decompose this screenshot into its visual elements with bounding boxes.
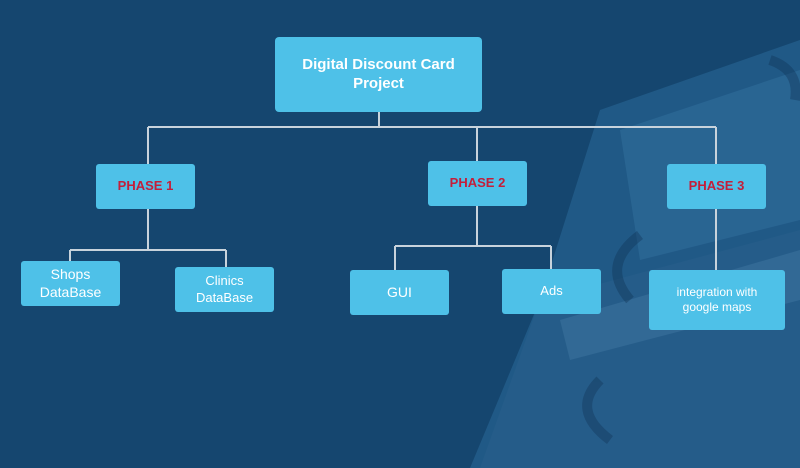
- clinics-label-line1: Clinics: [205, 273, 244, 289]
- gui-label: GUI: [387, 283, 412, 300]
- phase-1-label: PHASE 1: [117, 178, 174, 194]
- shops-database-node: Shops DataBase: [21, 261, 120, 306]
- shops-label-line1: Shops: [50, 266, 91, 282]
- gui-node: GUI: [350, 270, 449, 315]
- shops-label-line2: DataBase: [39, 283, 102, 300]
- phase-3-label: PHASE 3: [688, 178, 745, 194]
- gmaps-label-line1: integration with: [676, 285, 758, 299]
- phase-2-node: PHASE 2: [428, 161, 527, 206]
- phase-3-node: PHASE 3: [667, 164, 766, 209]
- ads-label: Ads: [540, 283, 563, 299]
- clinics-database-node: Clinics DataBase: [175, 267, 274, 312]
- root-label-line2: Project: [353, 74, 404, 92]
- gmaps-label-line2: google maps: [682, 300, 752, 314]
- clinics-label-line2: DataBase: [195, 289, 254, 305]
- google-maps-integration-node: integration with google maps: [649, 270, 785, 330]
- root-node-project: Digital Discount Card Project: [275, 37, 482, 112]
- root-label-line1: Digital Discount Card: [302, 55, 455, 73]
- phase-1-node: PHASE 1: [96, 164, 195, 209]
- phase-2-label: PHASE 2: [449, 175, 506, 191]
- ads-node: Ads: [502, 269, 601, 314]
